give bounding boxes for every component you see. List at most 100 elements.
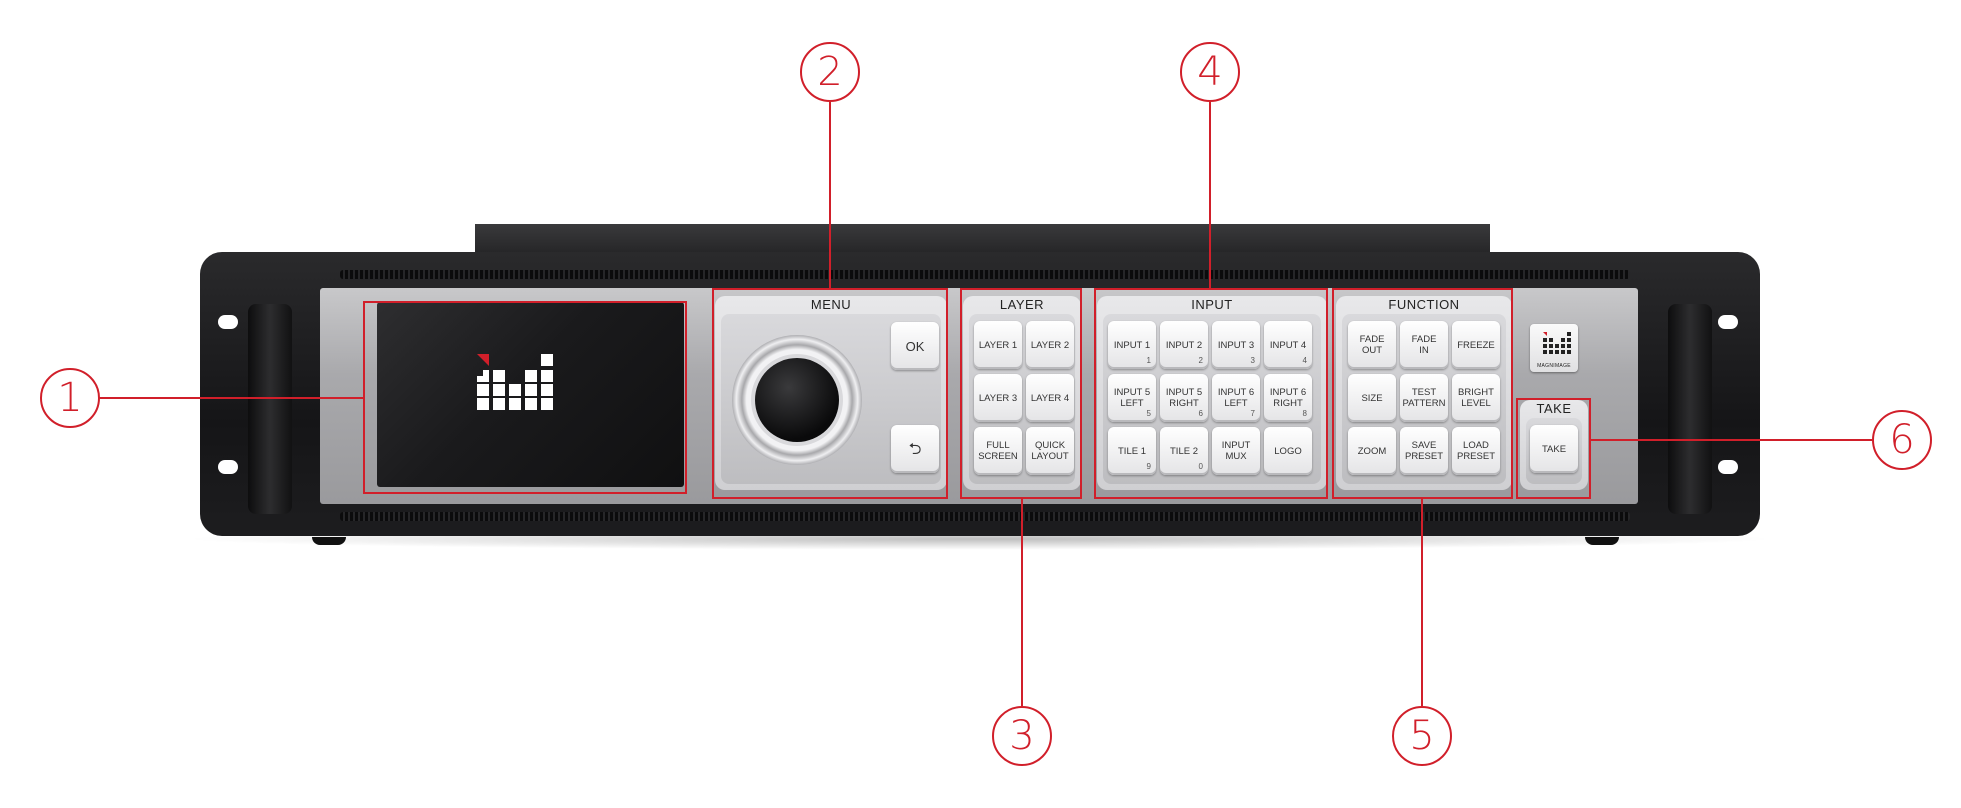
callout-1: 1 xyxy=(40,368,100,428)
function-key[interactable]: LOAD PRESET xyxy=(1452,427,1500,475)
highlight-take xyxy=(1516,398,1591,499)
layer-key[interactable]: FULL SCREEN xyxy=(974,427,1022,475)
key-label: LOAD PRESET xyxy=(1456,440,1495,462)
key-label: INPUT 6 LEFT xyxy=(1217,387,1255,409)
rack-hole xyxy=(218,315,238,329)
lcd-logo xyxy=(477,354,553,410)
layer-key[interactable]: QUICK LAYOUT xyxy=(1026,427,1074,475)
rack-handle-left xyxy=(248,304,292,514)
input-title: INPUT xyxy=(1191,297,1233,312)
function-key[interactable]: SAVE PRESET xyxy=(1400,427,1448,475)
highlight-input xyxy=(1094,288,1328,499)
jog-knob[interactable] xyxy=(755,358,839,442)
take-button[interactable]: TAKE xyxy=(1530,425,1578,473)
key-label: QUICK LAYOUT xyxy=(1031,440,1069,462)
foot-left xyxy=(312,537,346,545)
key-label: INPUT MUX xyxy=(1221,440,1251,462)
badge-text: MAGNIMAGE xyxy=(1537,363,1571,369)
function-title: FUNCTION xyxy=(1388,297,1460,312)
key-number: 5 xyxy=(1146,409,1151,418)
leader-line-5 xyxy=(1421,499,1423,706)
callout-5: 5 xyxy=(1392,706,1452,766)
layer-title: LAYER xyxy=(999,297,1045,312)
rack-handle-right xyxy=(1668,304,1712,514)
layer-key[interactable]: LAYER 1 xyxy=(974,321,1022,369)
key-label: FADE OUT xyxy=(1359,334,1385,356)
leader-line-4 xyxy=(1209,102,1211,288)
key-label: FREEZE xyxy=(1457,339,1495,351)
leader-line-3 xyxy=(1021,499,1023,706)
badge-logo-icon xyxy=(1543,332,1571,354)
key-label: LAYER 3 xyxy=(978,392,1018,404)
key-label: FADE IN xyxy=(1411,334,1437,356)
key-label: INPUT 2 xyxy=(1165,339,1203,351)
rack-hole xyxy=(1718,315,1738,329)
ok-button[interactable]: OK xyxy=(891,322,939,370)
leader-line-6 xyxy=(1591,439,1872,441)
key-label: TILE 2 xyxy=(1170,445,1198,457)
highlight-layer xyxy=(960,288,1082,499)
input-key[interactable]: LOGO xyxy=(1264,427,1312,475)
key-number: 1 xyxy=(1146,356,1151,365)
key-label: LAYER 4 xyxy=(1030,392,1070,404)
take-title: TAKE xyxy=(1536,401,1572,416)
key-label: TEST PATTERN xyxy=(1402,387,1446,409)
callout-2: 2 xyxy=(800,42,860,102)
function-key[interactable]: BRIGHT LEVEL xyxy=(1452,374,1500,422)
key-number: 6 xyxy=(1198,409,1203,418)
highlight-display xyxy=(363,301,687,494)
input-key[interactable]: INPUT 4 4 xyxy=(1264,321,1312,369)
key-label: INPUT 4 xyxy=(1269,339,1307,351)
input-key[interactable]: INPUT 2 2 xyxy=(1160,321,1208,369)
function-key[interactable]: FREEZE xyxy=(1452,321,1500,369)
layer-key[interactable]: LAYER 2 xyxy=(1026,321,1074,369)
function-key[interactable]: ZOOM xyxy=(1348,427,1396,475)
key-label: LOGO xyxy=(1274,445,1302,457)
foot-right xyxy=(1585,537,1619,545)
menu-title: MENU xyxy=(810,297,852,312)
leader-line-2 xyxy=(829,102,831,288)
function-key[interactable]: SIZE xyxy=(1348,374,1396,422)
key-label: SIZE xyxy=(1361,392,1383,404)
top-vent xyxy=(340,270,1630,279)
highlight-menu xyxy=(712,288,948,499)
key-label: SAVE PRESET xyxy=(1404,440,1443,462)
highlight-function xyxy=(1332,288,1513,499)
back-button[interactable]: ⮌ xyxy=(891,425,939,473)
key-number: 7 xyxy=(1250,409,1255,418)
key-label: ZOOM xyxy=(1357,445,1387,457)
key-number: 8 xyxy=(1302,409,1307,418)
function-key[interactable]: FADE OUT xyxy=(1348,321,1396,369)
back-arrow-icon: ⮌ xyxy=(908,440,922,458)
key-label: LAYER 2 xyxy=(1030,339,1070,351)
key-number: 9 xyxy=(1146,462,1151,471)
lcd-display xyxy=(377,302,684,487)
key-label: FULL SCREEN xyxy=(978,440,1018,462)
callout-6: 6 xyxy=(1872,410,1932,470)
key-label: INPUT 6 RIGHT xyxy=(1269,387,1307,409)
layer-key[interactable]: LAYER 4 xyxy=(1026,374,1074,422)
leader-line-1 xyxy=(99,397,364,399)
callout-4: 4 xyxy=(1180,42,1240,102)
key-number: 2 xyxy=(1198,356,1203,365)
key-label: LAYER 1 xyxy=(978,339,1018,351)
input-key[interactable]: INPUT MUX xyxy=(1212,427,1260,475)
key-label: INPUT 3 xyxy=(1217,339,1255,351)
key-number: 4 xyxy=(1302,356,1307,365)
rack-hole xyxy=(1718,460,1738,474)
callout-3: 3 xyxy=(992,706,1052,766)
function-key[interactable]: FADE IN xyxy=(1400,321,1448,369)
key-label: TILE 1 xyxy=(1118,445,1146,457)
function-key[interactable]: TEST PATTERN xyxy=(1400,374,1448,422)
rack-hole xyxy=(218,460,238,474)
layer-key[interactable]: LAYER 3 xyxy=(974,374,1022,422)
key-number: 0 xyxy=(1198,462,1203,471)
